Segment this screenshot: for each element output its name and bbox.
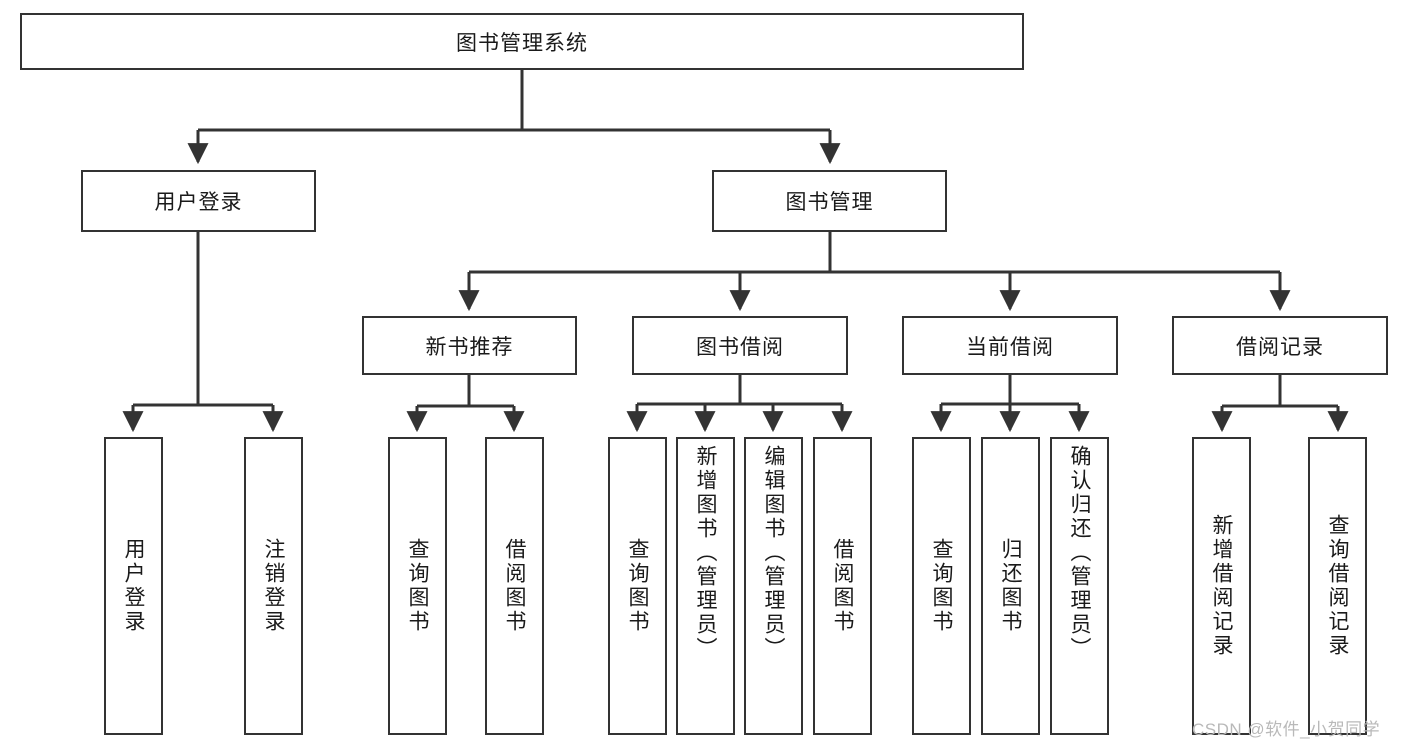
node-leaf-borrow-book-2[interactable]: 借阅图书: [813, 437, 872, 735]
node-leaf-add-book[interactable]: 新增图书（管理员）: [676, 437, 735, 735]
node-new-book-recommend[interactable]: 新书推荐: [362, 316, 577, 375]
node-leaf-logout-label: 注销登录: [262, 538, 285, 634]
node-borrow-record[interactable]: 借阅记录: [1172, 316, 1388, 375]
node-leaf-edit-book-label: 编辑图书（管理员）: [762, 445, 785, 661]
node-borrow-record-label: 借阅记录: [1236, 335, 1324, 359]
node-leaf-add-record[interactable]: 新增借阅记录: [1192, 437, 1251, 735]
node-leaf-query-book-1[interactable]: 查询图书: [388, 437, 447, 735]
node-leaf-borrow-book-1[interactable]: 借阅图书: [485, 437, 544, 735]
node-leaf-confirm-return-label: 确认归还（管理员）: [1068, 445, 1091, 661]
node-leaf-return-book-label: 归还图书: [999, 538, 1022, 634]
node-root-label: 图书管理系统: [456, 31, 588, 55]
node-leaf-query-record[interactable]: 查询借阅记录: [1308, 437, 1367, 735]
node-current-borrow[interactable]: 当前借阅: [902, 316, 1118, 375]
node-book-borrow-label: 图书借阅: [696, 335, 784, 359]
node-user-login-label: 用户登录: [154, 191, 243, 214]
node-book-management[interactable]: 图书管理: [712, 170, 947, 232]
node-leaf-borrow-book-1-label: 借阅图书: [503, 538, 526, 634]
node-book-borrow[interactable]: 图书借阅: [632, 316, 848, 375]
node-leaf-logout[interactable]: 注销登录: [244, 437, 303, 735]
node-leaf-borrow-book-2-label: 借阅图书: [831, 538, 854, 634]
node-leaf-add-record-label: 新增借阅记录: [1210, 514, 1233, 658]
node-leaf-query-book-2-label: 查询图书: [626, 538, 649, 634]
watermark-text: CSDN @软件_小贺同学: [1192, 720, 1381, 739]
node-leaf-add-book-label: 新增图书（管理员）: [694, 445, 717, 661]
node-leaf-return-book[interactable]: 归还图书: [981, 437, 1040, 735]
node-leaf-user-login-label: 用户登录: [122, 538, 145, 634]
node-user-login[interactable]: 用户登录: [81, 170, 316, 232]
node-leaf-query-book-3[interactable]: 查询图书: [912, 437, 971, 735]
node-root[interactable]: 图书管理系统: [20, 13, 1024, 70]
node-leaf-user-login[interactable]: 用户登录: [104, 437, 163, 735]
node-leaf-query-book-1-label: 查询图书: [406, 538, 429, 634]
node-leaf-query-record-label: 查询借阅记录: [1326, 514, 1349, 658]
node-current-borrow-label: 当前借阅: [966, 335, 1054, 359]
node-leaf-edit-book[interactable]: 编辑图书（管理员）: [744, 437, 803, 735]
node-leaf-query-book-2[interactable]: 查询图书: [608, 437, 667, 735]
node-book-management-label: 图书管理: [785, 191, 874, 214]
node-leaf-confirm-return[interactable]: 确认归还（管理员）: [1050, 437, 1109, 735]
node-new-book-recommend-label: 新书推荐: [425, 335, 514, 359]
node-leaf-query-book-3-label: 查询图书: [930, 538, 953, 634]
